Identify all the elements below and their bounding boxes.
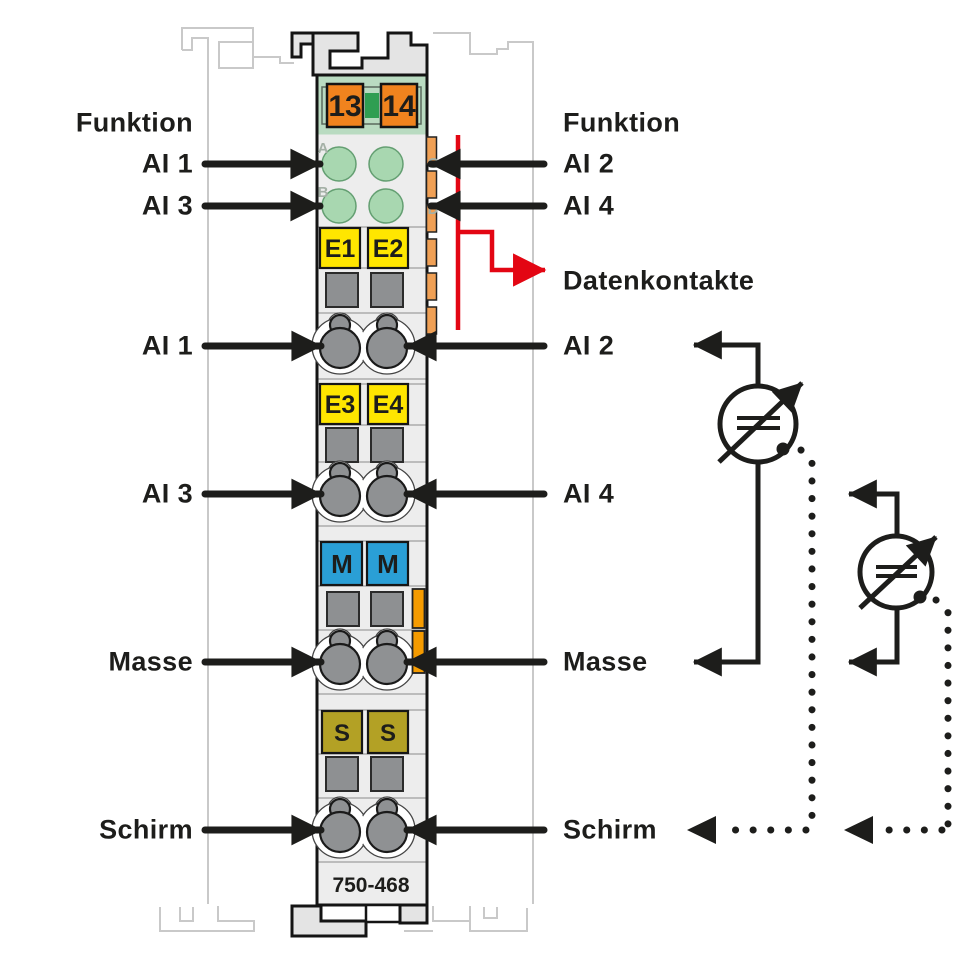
left-header: Funktion <box>75 107 193 138</box>
module-top-latch <box>290 31 429 77</box>
left-label-masse: Masse <box>108 646 193 677</box>
marker-e4: E4 <box>373 391 404 419</box>
right-label-ai2-led: AI 2 <box>563 148 615 179</box>
part-number: 750-468 <box>332 874 409 897</box>
clamp-terminals <box>311 312 416 859</box>
status-leds <box>321 146 404 224</box>
data-contacts-label: Datenkontakte <box>563 265 755 296</box>
right-label-ai4: AI 4 <box>563 478 615 509</box>
power-contact-13-14 <box>325 82 419 129</box>
sensor-2-symbol <box>847 479 938 677</box>
power-contact-14: 14 <box>382 90 416 123</box>
shield-dotted-links <box>718 446 952 834</box>
left-label-schirm: Schirm <box>99 814 193 845</box>
terminal-marker-squares <box>318 226 410 755</box>
marker-e3: E3 <box>325 391 356 419</box>
shield-dotted-arrowheads <box>687 816 873 844</box>
label-arrows <box>201 148 548 846</box>
left-label-ai1: AI 1 <box>141 330 193 361</box>
right-header: Funktion <box>563 107 681 138</box>
module-bottom-foot <box>290 903 429 938</box>
marker-s1: S <box>334 720 350 747</box>
led-letter-b: B <box>318 184 329 201</box>
marker-e1: E1 <box>325 235 356 263</box>
left-label-ai1-led: AI 1 <box>141 148 193 179</box>
marker-m2: M <box>377 549 399 579</box>
right-label-ai4-led: AI 4 <box>563 190 615 221</box>
right-label-ai2: AI 2 <box>563 330 615 361</box>
adjacent-module-ghost-outlines <box>159 27 534 932</box>
left-label-ai3-led: AI 3 <box>141 190 193 221</box>
power-contact-13: 13 <box>328 90 361 123</box>
marker-m1: M <box>331 549 353 579</box>
marker-s2: S <box>380 720 396 747</box>
right-label-schirm: Schirm <box>563 814 657 845</box>
led-letter-a: A <box>318 140 329 157</box>
left-label-ai3: AI 3 <box>141 478 193 509</box>
sensor-1-symbol <box>692 330 804 677</box>
actuation-openings <box>325 272 404 792</box>
marker-e2: E2 <box>373 235 404 263</box>
right-label-masse: Masse <box>563 646 648 677</box>
